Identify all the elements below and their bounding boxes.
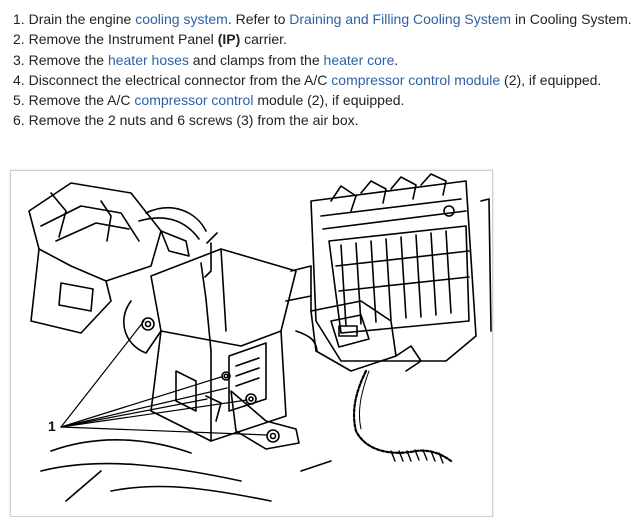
cooling-system-link[interactable]: cooling system <box>135 11 228 27</box>
compressor-control-link[interactable]: compressor control <box>134 92 254 109</box>
heater-core-link[interactable]: heater core <box>323 51 395 68</box>
air-box-illustration <box>28 173 492 502</box>
step-number: 2. <box>13 31 25 48</box>
step-4: 4. Disconnect the electrical connector f… <box>13 70 641 90</box>
step-text: and clamps from the <box>188 51 324 68</box>
step-text: . Refer to <box>227 11 290 27</box>
ip-abbreviation: (IP) <box>217 31 241 48</box>
step-text: module (2), if equipped. <box>253 92 405 109</box>
step-text: Disconnect the electrical connector from… <box>28 71 332 88</box>
step-2: 2. Remove the Instrument Panel (IP) carr… <box>13 29 641 49</box>
left-duct <box>28 182 162 282</box>
step-number: 1. <box>13 11 25 27</box>
callout-label: 1 <box>48 418 56 434</box>
step-text: Remove the A/C <box>28 92 135 109</box>
step-6: 6. Remove the 2 nuts and 6 screws (3) fr… <box>13 110 641 130</box>
step-text: carrier. <box>240 31 287 48</box>
instruction-steps: 1. Drain the engine cooling system. Refe… <box>13 9 641 131</box>
step-text: Remove the Instrument Panel <box>28 31 218 48</box>
step-text: Drain the engine <box>28 11 136 27</box>
step-text: Remove the 2 nuts and 6 screws (3) from … <box>28 112 359 129</box>
step-number: 4. <box>13 71 25 88</box>
step-number: 3. <box>13 51 25 68</box>
step-3: 3. Remove the heater hoses and clamps fr… <box>13 50 641 70</box>
step-text: Remove the <box>28 51 108 68</box>
step-text: in Cooling System. <box>511 11 632 27</box>
step-5: 5. Remove the A/C compressor control mod… <box>13 90 641 110</box>
compressor-control-module-link[interactable]: compressor control module <box>331 71 501 88</box>
mounting-bracket <box>230 390 300 450</box>
step-text: . <box>394 51 399 68</box>
right-housing <box>310 180 477 362</box>
wire-harness <box>352 369 453 463</box>
callout-leaders <box>60 320 268 436</box>
step-number: 5. <box>13 92 25 109</box>
air-box-diagram: 1 <box>10 170 493 517</box>
step-number: 6. <box>13 112 25 129</box>
left-outlet <box>58 282 94 312</box>
heater-hoses-link[interactable]: heater hoses <box>107 51 189 68</box>
draining-filling-link[interactable]: Draining and Filling Cooling System <box>289 11 512 27</box>
step-1: 1. Drain the engine cooling system. Refe… <box>13 9 641 29</box>
step-text: (2), if equipped. <box>500 71 602 88</box>
